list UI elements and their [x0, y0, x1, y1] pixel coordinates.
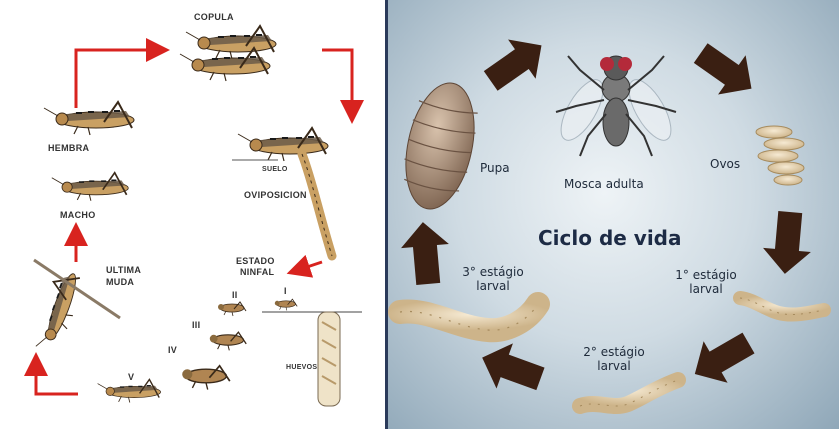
label-instar-iv: IV [168, 345, 178, 355]
label-instar-i: I [284, 286, 287, 296]
oviposicion-abdomen [297, 149, 337, 261]
label-larva-stage-3: 3° estágio larval [462, 265, 524, 293]
arrow-pupa-to-adult [476, 25, 556, 101]
arrow-larva1-to-larva2 [682, 322, 761, 395]
grasshopper-diagram [24, 25, 364, 407]
fly-life-cycle-panel: Ciclo de vida Mosca adulta Ovos Pupa 1° … [388, 0, 839, 429]
label-estado-ninfal-2: NINFAL [240, 267, 275, 277]
nymph-ii [217, 301, 247, 317]
label-ultima-muda-2: MUDA [106, 277, 135, 287]
arrow-to-estado-ninfal [286, 254, 323, 278]
label-instar-iii: III [192, 320, 201, 330]
nymph-iii [209, 331, 247, 352]
pupa [404, 82, 478, 210]
oviposicion-grasshopper [237, 127, 329, 162]
label-ultima-muda-1: ULTIMA [106, 265, 142, 275]
label-larva-stage-2: 2° estágio larval [583, 345, 645, 373]
nymph-iv [181, 364, 231, 391]
copula-grasshoppers [185, 25, 277, 60]
label-instar-v: V [128, 372, 135, 382]
arrow-hembra-to-copula [74, 38, 170, 108]
eggs [755, 125, 805, 186]
arrow-copula-to-oviposicion [322, 48, 364, 124]
macho-grasshopper [50, 171, 130, 202]
label-adult: Mosca adulta [564, 177, 644, 191]
adult-fly [555, 55, 677, 157]
label-huevos: HUEVOS [286, 364, 318, 371]
larva-stage-1 [733, 291, 831, 322]
arrow-v-to-muda [24, 352, 78, 396]
larva-stage-2 [572, 372, 686, 414]
nymph-i [274, 298, 298, 311]
label-pupa: Pupa [480, 161, 510, 175]
panel-divider [385, 0, 388, 429]
ultima-muda-grasshopper [29, 267, 88, 356]
arrow-larva2-to-larva3 [473, 335, 549, 402]
grasshopper-life-cycle-panel: COPULA HEMBRA MACHO ULTIMA MUDA SUELO OV… [0, 0, 385, 429]
label-larva-stage-1: 1° estágio larval [675, 268, 737, 296]
arrow-larva3-to-pupa [398, 220, 453, 286]
cycle-title: Ciclo de vida [538, 226, 682, 250]
arrow-eggs-to-larva1 [760, 210, 815, 276]
fly-diagram [388, 25, 831, 414]
arrow-adult-to-eggs [686, 33, 766, 109]
label-macho: MACHO [60, 210, 96, 220]
label-suelo: SUELO [262, 166, 288, 173]
label-hembra: HEMBRA [48, 143, 90, 153]
nymph-v [96, 378, 162, 404]
label-instar-ii: II [232, 290, 238, 300]
hembra-grasshopper [43, 101, 135, 136]
label-estado-ninfal-1: ESTADO [236, 256, 275, 266]
label-eggs: Ovos [710, 157, 741, 171]
label-oviposicion: OVIPOSICION [244, 190, 307, 200]
label-copula: COPULA [194, 12, 234, 22]
